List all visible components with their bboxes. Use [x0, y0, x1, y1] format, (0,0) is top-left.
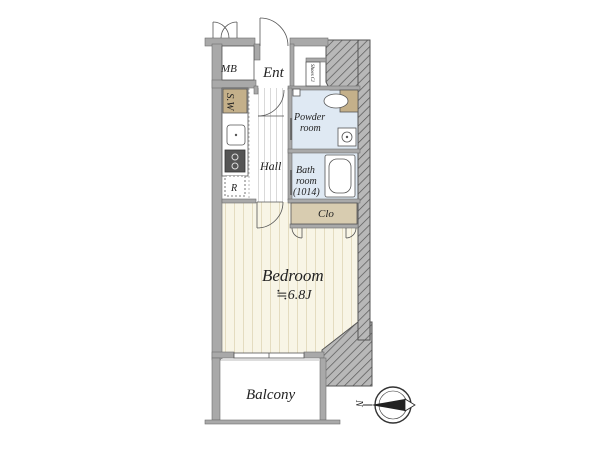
bathroom-label-line2: room	[296, 176, 317, 187]
entrance-door	[259, 17, 289, 47]
compass-icon	[363, 386, 416, 424]
right-structural-wall	[357, 39, 371, 341]
entrance-floor	[254, 58, 306, 88]
sw-label: S.W	[224, 93, 236, 111]
balcony-rail-inner	[221, 359, 319, 361]
bathroom-label-line1: Bath	[296, 165, 315, 176]
closet	[290, 202, 358, 225]
closet-door	[291, 227, 357, 239]
bathroom-label-line3: (1014)	[293, 187, 320, 198]
meter-box	[221, 45, 255, 81]
refrigerator-label: R	[230, 183, 237, 194]
walls	[204, 37, 361, 425]
shoes-closet	[305, 61, 321, 87]
washer-space	[222, 88, 248, 114]
bedroom-door	[256, 201, 284, 229]
toilet-icon	[323, 93, 349, 109]
powder-room-label-line1: Powder	[293, 112, 325, 123]
balcony-sash-window	[233, 352, 305, 359]
refrigerator-space	[224, 175, 246, 197]
hall-floor	[257, 88, 289, 202]
hall-door	[257, 89, 285, 117]
bathtub-basin	[328, 158, 352, 194]
entrance-switch	[292, 88, 301, 97]
sink-drain-icon	[234, 133, 238, 137]
hall-label: Hall	[259, 159, 282, 173]
structural-column-top	[325, 39, 363, 91]
balcony-floor	[220, 358, 320, 424]
burner-icon	[231, 162, 239, 170]
balcony-label: Balcony	[246, 387, 295, 403]
shoes-closet-label: Shoes Cl	[309, 64, 314, 82]
burner-icon	[231, 153, 239, 161]
meter-box-label: MB	[220, 63, 237, 75]
compass-north-label: N	[353, 399, 364, 408]
bedroom-label: Bedroom	[262, 266, 324, 285]
closet-label: Clo	[318, 208, 334, 220]
meter-box-door	[212, 21, 238, 39]
basin-drain-icon	[345, 135, 349, 139]
powder-room-label-line2: room	[300, 123, 321, 134]
kitchen-stove	[224, 149, 246, 173]
entrance-label: Ent	[262, 65, 285, 81]
bedroom-size-label: ≒6.8J	[276, 288, 312, 303]
